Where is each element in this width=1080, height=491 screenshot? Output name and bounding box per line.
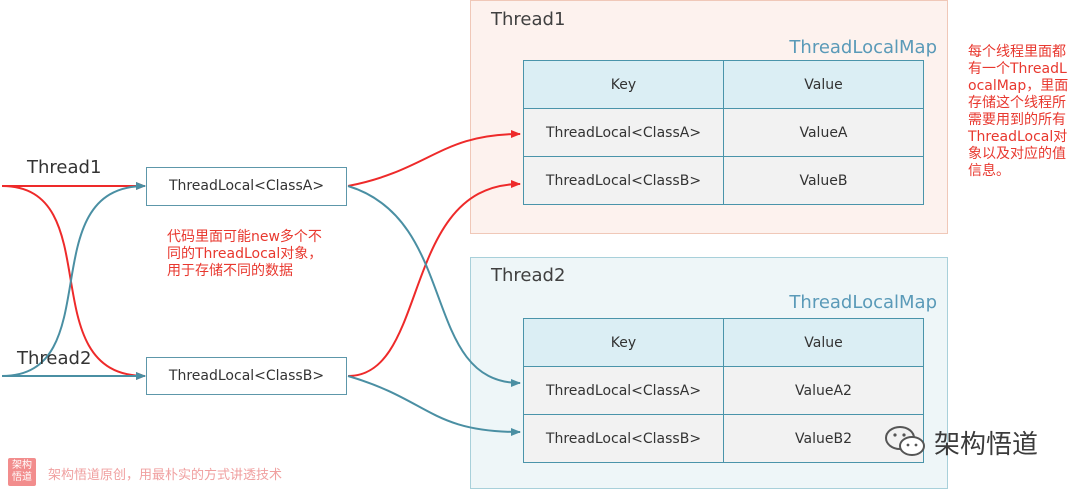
- tl-b-arrow-to-thread1-map: [347, 180, 521, 377]
- thread1-panel: Thread1 ThreadLocalMap Key Value ThreadL…: [470, 0, 948, 234]
- panel-title: Thread1: [491, 9, 566, 30]
- thread2-arrow-to-tl-a: [1, 182, 146, 377]
- threadlocalmap-table: Key Value ThreadLocal<ClassA> ValueA2 Th…: [523, 318, 924, 463]
- watermark: 架构悟道: [884, 424, 1038, 460]
- wechat-icon: [885, 426, 925, 456]
- table-row: ThreadLocal<ClassB> ValueB: [523, 156, 924, 205]
- key-cell: ThreadLocal<ClassB>: [523, 156, 724, 205]
- threadlocal-b-box: ThreadLocal<ClassB>: [146, 357, 347, 395]
- key-header: Key: [523, 60, 724, 109]
- tl-a-arrow-to-thread1-map: [347, 130, 521, 187]
- key-cell: ThreadLocal<ClassA>: [523, 108, 724, 157]
- table-header-row: Key Value: [523, 60, 924, 109]
- value-cell: ValueB: [723, 156, 924, 205]
- tl-b-arrow-to-thread2-map: [347, 375, 521, 436]
- threadlocal-note: 代码里面可能new多个不同的ThreadLocal对象，用于存储不同的数据: [167, 229, 323, 279]
- thread2-label: Thread2: [17, 348, 92, 369]
- seal-logo: 架构悟道: [8, 458, 36, 486]
- value-header: Value: [723, 318, 924, 367]
- key-cell: ThreadLocal<ClassA>: [523, 366, 724, 415]
- value-cell: ValueA2: [723, 366, 924, 415]
- panel-title: Thread2: [491, 265, 566, 286]
- table-row: ThreadLocal<ClassA> ValueA: [523, 108, 924, 157]
- watermark-text: 架构悟道: [934, 430, 1039, 460]
- key-header: Key: [523, 318, 724, 367]
- thread1-label: Thread1: [27, 157, 102, 178]
- tl-a-arrow-to-thread2-map: [347, 185, 521, 387]
- table-row: ThreadLocal<ClassB> ValueB2: [523, 414, 924, 463]
- threadlocal-a-box: ThreadLocal<ClassA>: [146, 167, 347, 206]
- table-header-row: Key Value: [523, 318, 924, 367]
- footer-text: 架构悟道原创，用最朴实的方式讲透技术: [48, 468, 283, 483]
- value-cell: ValueA: [723, 108, 924, 157]
- threadlocalmap-table: Key Value ThreadLocal<ClassA> ValueA Thr…: [523, 60, 924, 205]
- table-row: ThreadLocal<ClassA> ValueA2: [523, 366, 924, 415]
- threadlocalmap-note: 每个线程里面都有一个ThreadLocalMap，里面存储这个线程所需要用到的所…: [968, 44, 1069, 179]
- map-label: ThreadLocalMap: [789, 37, 937, 58]
- key-cell: ThreadLocal<ClassB>: [523, 414, 724, 463]
- thread2-panel: Thread2 ThreadLocalMap Key Value ThreadL…: [470, 257, 948, 489]
- value-header: Value: [723, 60, 924, 109]
- map-label: ThreadLocalMap: [789, 292, 937, 313]
- value-cell: ValueB2: [723, 414, 924, 463]
